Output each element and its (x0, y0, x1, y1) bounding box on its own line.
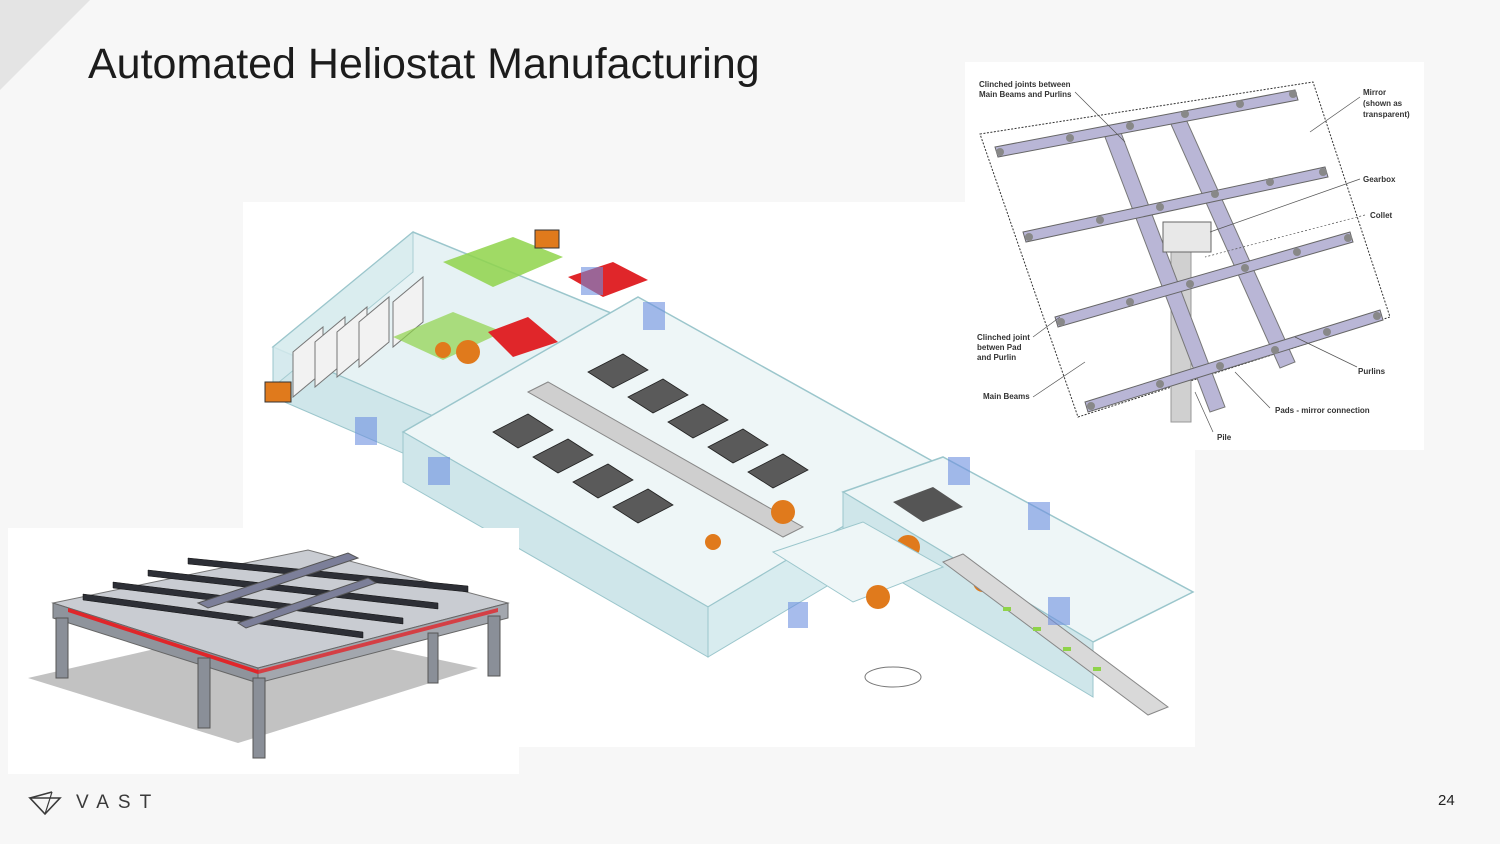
callout-main-beams: Main Beams (983, 392, 1030, 401)
corner-decoration (0, 0, 90, 90)
page-number: 24 (1438, 792, 1455, 809)
assembly-table-rendering (8, 528, 519, 774)
callout-mirror-3: transparent) (1363, 110, 1410, 119)
brand-name: VAST (76, 792, 161, 813)
callout-mirror: Mirror (1363, 88, 1386, 97)
callout-clinched-joints-2: Main Beams and Purlins (979, 90, 1072, 99)
callout-collet: Collet (1370, 211, 1393, 220)
callout-clinched-joint-pad: Clinched joint (977, 333, 1030, 342)
callout-pile: Pile (1217, 433, 1232, 442)
brand-footer: VAST (28, 790, 160, 816)
heliostat-structure-diagram: Clinched joints between Main Beams and P… (965, 62, 1424, 450)
callout-purlins: Purlins (1358, 367, 1386, 376)
callout-gearbox: Gearbox (1363, 175, 1396, 184)
callout-pads: Pads - mirror connection (1275, 406, 1370, 415)
callout-mirror-2: (shown as (1363, 99, 1403, 108)
callout-clinched-joints: Clinched joints between (979, 80, 1071, 89)
callout-clinched-joint-pad-2: betwen Pad (977, 343, 1022, 352)
callout-clinched-joint-pad-3: and Purlin (977, 353, 1016, 362)
vast-logo-icon (28, 791, 62, 816)
slide-title: Automated Heliostat Manufacturing (88, 40, 760, 88)
